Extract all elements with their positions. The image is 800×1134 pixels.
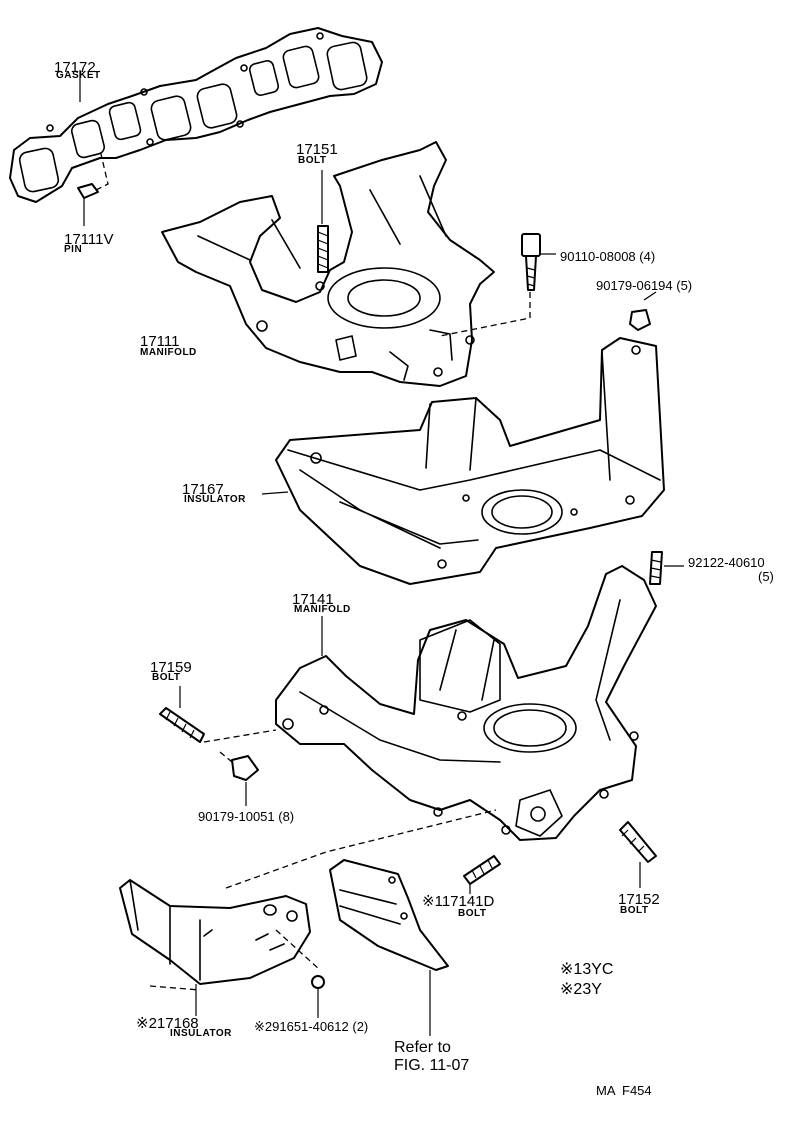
bolt-17152-number: 17152 — [618, 891, 660, 908]
bolt-17159-number: 17159 — [150, 659, 192, 676]
pin-number: 17111V — [64, 231, 114, 248]
nut-90179-10051-drawing — [219, 751, 259, 806]
fastener-92122-qty: (5) — [758, 569, 774, 584]
figure-id: MA F454 — [596, 1083, 652, 1098]
lower-manifold-name: MANIFOLD — [294, 604, 351, 615]
nut-90179-06194-drawing — [629, 291, 657, 331]
bolt-17152-drawing — [619, 821, 657, 888]
insulator-17167-number: 17167 — [182, 481, 224, 498]
pin-drawing — [77, 149, 109, 226]
pin-name: PIN — [64, 244, 83, 255]
bolt-17141d-prefix: ※1 — [422, 893, 442, 910]
fastener-90179-06194-label: 90179-06194 (5) — [596, 278, 693, 293]
bolt-17151-name: BOLT — [298, 155, 327, 166]
legend-code-1: 3YC — [582, 961, 614, 978]
legend-mark-1: ※1 — [560, 961, 583, 978]
gasket-drawing — [9, 27, 383, 203]
upper-manifold-number: 17111 — [140, 333, 180, 350]
legend-row-2: ※23Y — [560, 982, 602, 998]
bolt-17151-drawing — [317, 170, 329, 273]
upper-manifold-drawing — [161, 141, 495, 387]
reference-line-2: FIG. 11-07 — [394, 1057, 470, 1074]
insulator-17168-number: ※217168 — [136, 1015, 199, 1032]
insulator-17167-name: INSULATOR — [184, 494, 246, 505]
lower-manifold-number: 17141 — [292, 591, 334, 608]
heat-shield-drawing — [329, 859, 449, 1036]
legend-code-2: 3Y — [582, 981, 602, 998]
legend-row-1: ※13YC — [560, 962, 613, 978]
insulator-17168-name: INSULATOR — [170, 1028, 232, 1039]
fastener-92122-label: 92122-40610 — [688, 555, 765, 570]
leader-dash — [149, 985, 201, 991]
bolt-17141d-number: ※117141D — [422, 893, 495, 910]
bolt-17159-drawing — [159, 686, 277, 743]
gasket-number: 17172 — [54, 59, 96, 76]
bolt-17152-name: BOLT — [620, 905, 649, 916]
bolt-17141d-drawing — [463, 855, 501, 894]
legend-mark-2: ※2 — [560, 981, 583, 998]
bolt-90110-drawing — [439, 233, 556, 337]
bolt-17141d-name: BOLT — [458, 908, 487, 919]
insulator-17167-drawing — [261, 337, 665, 585]
reference-line-1: Refer to — [394, 1039, 451, 1056]
bolt-17159-name: BOLT — [152, 672, 181, 683]
insulator-17168-drawing — [119, 809, 497, 1018]
insulator-17168-prefix: ※2 — [136, 1015, 157, 1032]
upper-manifold-name: MANIFOLD — [140, 347, 197, 358]
fastener-90110-label: 90110-08008 (4) — [560, 249, 656, 264]
fastener-90179-10051-label: 90179-10051 (8) — [198, 809, 295, 824]
bolt-17151-number: 17151 — [296, 141, 338, 158]
lower-manifold-drawing — [275, 565, 657, 841]
bolt-92122-drawing — [649, 551, 684, 585]
gasket-name: GASKET — [56, 70, 101, 81]
fastener-91651-label: ※291651-40612 (2) — [254, 1019, 369, 1034]
